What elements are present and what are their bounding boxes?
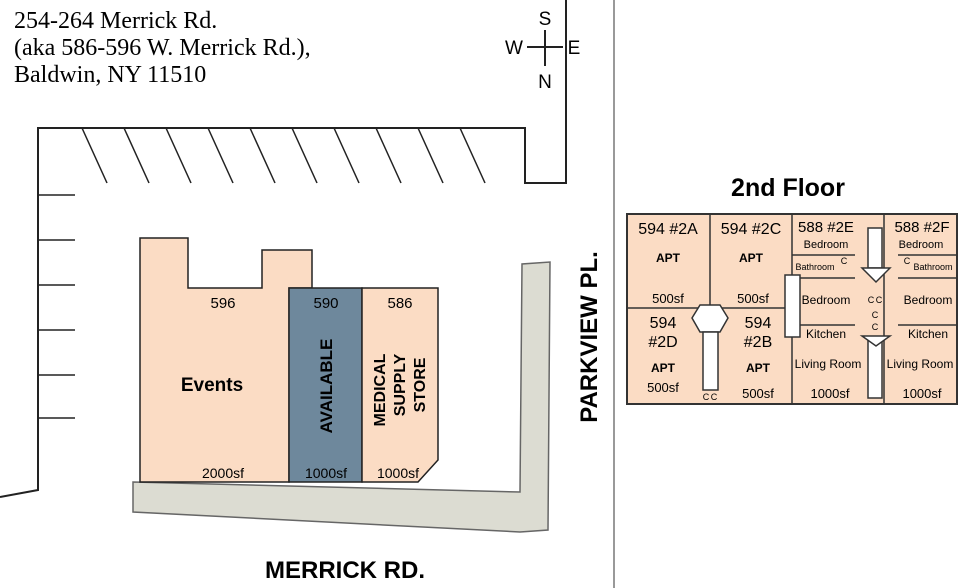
- closet-label: C: [904, 256, 911, 266]
- svg-text:APT: APT: [739, 251, 764, 265]
- closet-label: C: [868, 295, 875, 305]
- parking-stall-line: [165, 127, 192, 184]
- parking-lot-outline: [0, 0, 567, 498]
- svg-text:594 #2A: 594 #2A: [638, 221, 698, 238]
- svg-text:594: 594: [745, 315, 772, 332]
- svg-text:594 #2C: 594 #2C: [721, 221, 782, 238]
- svg-text:W: W: [505, 38, 523, 59]
- parking-stall-line: [291, 127, 318, 184]
- parking-stall-line: [333, 127, 360, 184]
- address-line: Baldwin, NY 11510: [14, 62, 206, 88]
- svg-text:Bedroom: Bedroom: [899, 239, 944, 251]
- svg-text:E: E: [568, 38, 581, 59]
- address-line: 254-264 Merrick Rd.: [14, 8, 217, 34]
- svg-text:Kitchen: Kitchen: [908, 327, 948, 341]
- svg-text:Bathroom: Bathroom: [795, 262, 834, 272]
- svg-text:500sf: 500sf: [737, 291, 769, 306]
- closet-label: C: [872, 310, 879, 320]
- svg-text:S: S: [539, 9, 552, 30]
- second-floor-title: 2nd Floor: [731, 174, 845, 202]
- street-parkview: PARKVIEW PL.: [576, 251, 603, 423]
- parking-stall-line: [207, 127, 234, 184]
- svg-text:APT: APT: [746, 361, 771, 375]
- unit-tenant: Events: [181, 375, 243, 396]
- parking-stall-line: [81, 127, 108, 184]
- closet-label: C: [872, 322, 879, 332]
- svg-text:1000sf: 1000sf: [810, 386, 849, 401]
- svg-text:Bedroom: Bedroom: [904, 293, 953, 307]
- svg-text:500sf: 500sf: [647, 380, 679, 395]
- svg-text:588 #2E: 588 #2E: [798, 219, 854, 236]
- svg-text:#2D: #2D: [648, 334, 677, 351]
- svg-text:500sf: 500sf: [652, 291, 684, 306]
- parking-stall-line: [375, 127, 402, 184]
- svg-text:1000sf: 1000sf: [902, 386, 941, 401]
- svg-text:588 #2F: 588 #2F: [894, 219, 949, 236]
- unit-size: 1000sf: [377, 465, 419, 481]
- second-floor-labels: 594 #2A APT 500sf 594 #2C APT 500sf 594 …: [638, 219, 953, 402]
- svg-text:APT: APT: [656, 251, 681, 265]
- unit-586: [361, 287, 439, 483]
- parking-stall-line: [249, 127, 276, 184]
- unit-number: 596: [210, 295, 235, 312]
- svg-text:Kitchen: Kitchen: [806, 327, 846, 341]
- svg-text:594: 594: [650, 315, 677, 332]
- sidewalk: [132, 261, 551, 533]
- closet-label: C: [703, 392, 710, 402]
- closet-label: C: [876, 295, 883, 305]
- parking-stall-line: [417, 127, 444, 184]
- svg-text:Bathroom: Bathroom: [913, 262, 952, 272]
- second-floor-plan: [626, 213, 958, 405]
- unit-number: 590: [313, 295, 338, 312]
- unit-596: [139, 237, 313, 483]
- parking-stall-line: [123, 127, 150, 184]
- parking-stall-line: [459, 127, 486, 184]
- compass-icon: S W E N: [505, 9, 580, 93]
- closet-label: C: [711, 392, 718, 402]
- unit-tenant-line: SUPPLY: [392, 353, 409, 416]
- svg-text:#2B: #2B: [744, 334, 772, 351]
- unit-tenant-line: STORE: [412, 357, 429, 412]
- address-line: (aka 586-596 W. Merrick Rd.),: [14, 35, 311, 61]
- unit-tenant-line: MEDICAL: [372, 353, 389, 426]
- svg-text:500sf: 500sf: [742, 386, 774, 401]
- unit-number: 586: [387, 295, 412, 312]
- svg-text:Bedroom: Bedroom: [802, 293, 851, 307]
- svg-text:Living Room: Living Room: [795, 357, 862, 371]
- svg-text:Living Room: Living Room: [887, 357, 954, 371]
- unit-size: 1000sf: [305, 465, 347, 481]
- svg-text:APT: APT: [651, 361, 676, 375]
- street-merrick: MERRICK RD.: [265, 557, 425, 584]
- parking-stalls: [38, 127, 486, 419]
- svg-text:Bedroom: Bedroom: [804, 239, 849, 251]
- unit-tenant: AVAILABLE: [317, 339, 336, 434]
- svg-text:N: N: [538, 72, 552, 93]
- unit-size: 2000sf: [202, 465, 244, 481]
- closet-label: C: [841, 256, 848, 266]
